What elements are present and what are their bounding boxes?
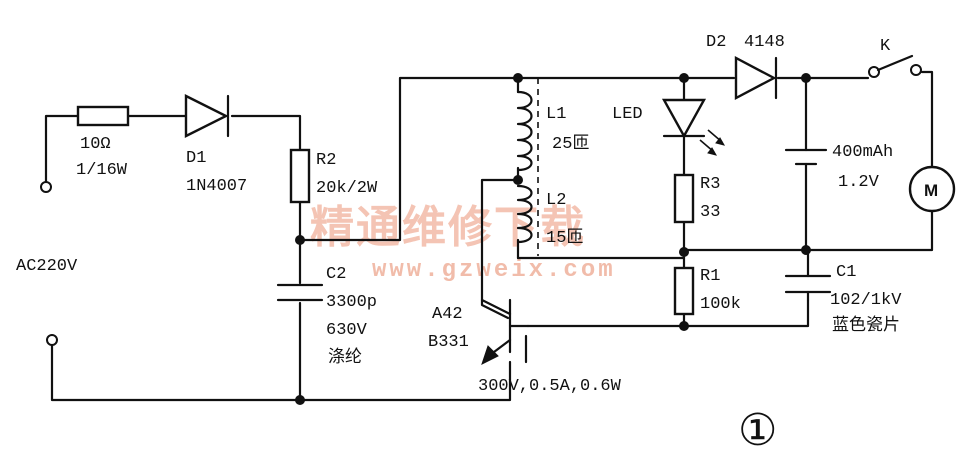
inductor-l2-name: L2 — [546, 191, 566, 210]
resistor-input-power: 1/16W — [76, 161, 128, 180]
figure-number: ① — [738, 405, 777, 456]
watermark-title: 精通维修下载 — [310, 202, 586, 253]
battery-capacity: 400mAh — [832, 143, 893, 162]
junction-dots — [295, 73, 811, 405]
capacitor-c1-value: 102/1kV — [830, 291, 902, 310]
resistor-input-body — [76, 105, 130, 127]
capacitor-c2-value: 3300p — [326, 293, 377, 312]
transistor-q1 — [480, 298, 530, 365]
transistor-alt: B331 — [428, 333, 469, 352]
resistor-r1-body — [673, 266, 695, 316]
inductor-l2 — [516, 184, 533, 244]
capacitor-c2-voltage: 630V — [326, 321, 368, 340]
resistor-r1-name: R1 — [700, 267, 720, 286]
resistor-r2-body — [289, 148, 311, 204]
diode-d1-part: 1N4007 — [186, 177, 247, 196]
resistor-r3-body — [673, 173, 695, 224]
led-name: LED — [612, 105, 643, 124]
ac-terminal-bottom — [46, 334, 58, 346]
transistor-rating: 300V,0.5A,0.6W — [478, 377, 622, 396]
motor-symbol: M — [924, 181, 938, 200]
switch-k — [868, 54, 922, 78]
diode-d1-name: D1 — [186, 149, 206, 168]
switch-k-name: K — [880, 37, 891, 56]
watermark-url: www.gzweix.com — [372, 257, 616, 284]
resistor-r2-value: 20k/2W — [316, 179, 378, 198]
diode-d2-part: 4148 — [744, 33, 785, 52]
capacitor-c2-name: C2 — [326, 265, 346, 284]
motor: M — [908, 165, 956, 213]
capacitor-c1-type: 蓝色瓷片 — [832, 315, 900, 336]
capacitor-c1-name: C1 — [836, 263, 856, 282]
diode-d2 — [734, 56, 778, 100]
inductor-l1-turns: 25匝 — [552, 134, 589, 154]
resistor-r3-name: R3 — [700, 175, 720, 194]
ac-terminal-top — [40, 181, 52, 193]
capacitor-c1 — [784, 274, 832, 302]
capacitor-c2 — [276, 283, 324, 302]
resistor-r2-name: R2 — [316, 151, 336, 170]
diode-d2-name: D2 — [706, 33, 726, 52]
battery — [784, 148, 828, 166]
inductor-l1 — [516, 90, 533, 172]
ac-source-label: AC220V — [16, 257, 78, 276]
diode-d1 — [184, 94, 230, 138]
transistor-name: A42 — [432, 305, 463, 324]
battery-voltage: 1.2V — [838, 173, 880, 192]
capacitor-c2-type: 涤纶 — [328, 347, 362, 368]
inductor-l2-turns: 15匝 — [546, 228, 583, 248]
resistor-r1-value: 100k — [700, 295, 741, 314]
inductor-l1-name: L1 — [546, 105, 566, 124]
led — [661, 98, 726, 156]
resistor-r3-value: 33 — [700, 203, 720, 222]
resistor-input-value: 10Ω — [80, 135, 111, 154]
